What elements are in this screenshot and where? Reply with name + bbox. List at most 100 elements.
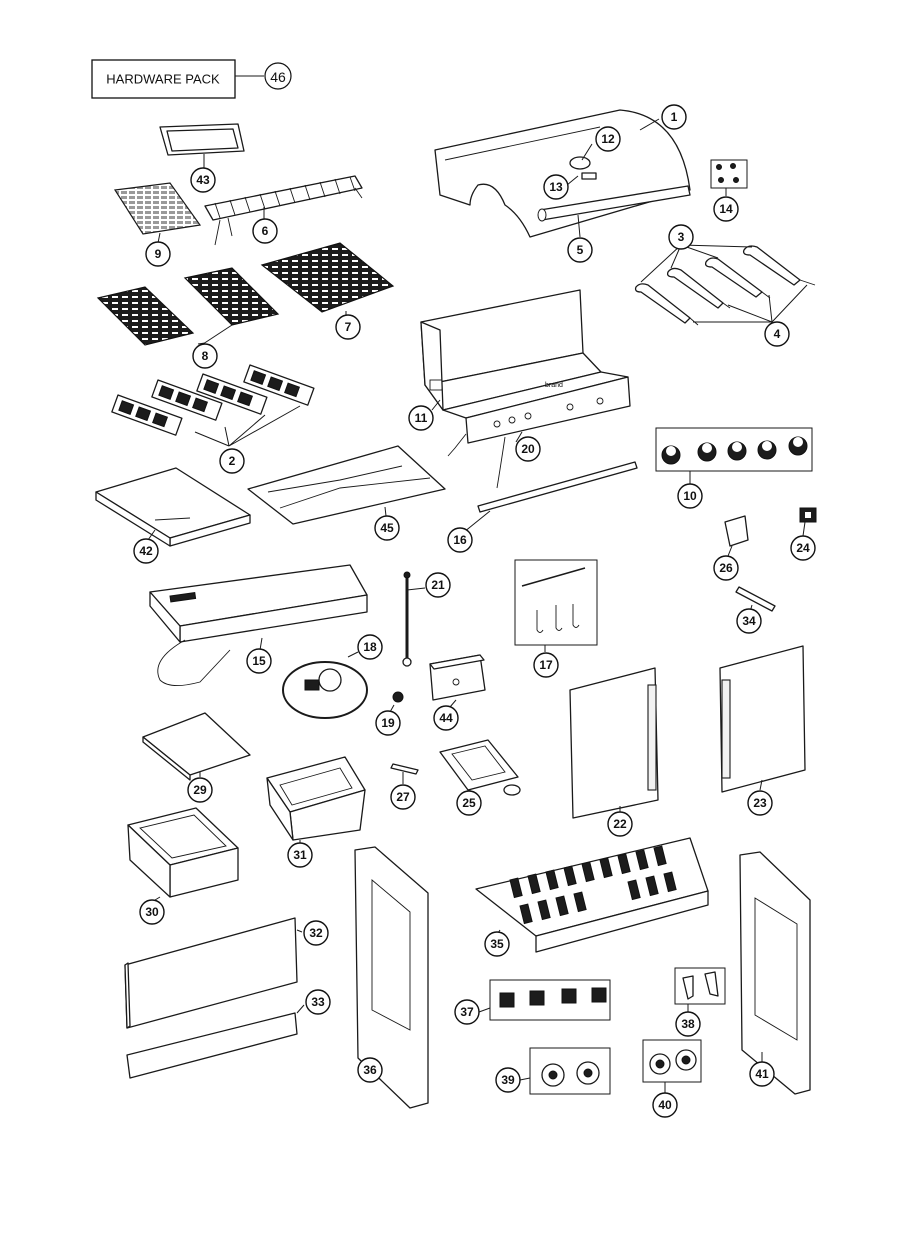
svg-text:16: 16 (453, 533, 467, 547)
callout-20: 20 (515, 436, 541, 462)
svg-text:31: 31 (293, 848, 307, 862)
part-10-knobs (655, 427, 813, 484)
part-7-large-grate (260, 242, 395, 316)
svg-text:1: 1 (671, 110, 678, 124)
part-30-cabinet (127, 807, 239, 901)
svg-text:4: 4 (774, 327, 781, 341)
callout-34: 34 (736, 608, 762, 634)
svg-text:24: 24 (796, 541, 810, 555)
callout-40: 40 (652, 1092, 678, 1118)
locking-caster-icon (649, 1049, 697, 1075)
part-16-rail (463, 461, 638, 533)
part-15-side-shelf (149, 564, 368, 686)
part-23-door (719, 645, 806, 793)
svg-text:34: 34 (742, 614, 756, 628)
callout-32: 32 (303, 920, 329, 946)
part-37-clips (478, 979, 611, 1021)
knob-icon (661, 436, 808, 465)
svg-text:14: 14 (719, 202, 733, 216)
svg-text:46: 46 (270, 69, 286, 85)
svg-text:36: 36 (363, 1063, 377, 1077)
callout-14: 14 (713, 196, 739, 222)
callout-22: 22 (607, 811, 633, 837)
svg-text:12: 12 (601, 132, 615, 146)
part-3-burners (634, 244, 816, 326)
part-27-clip (390, 763, 419, 784)
part-34-bracket (735, 586, 776, 613)
callout-26: 26 (713, 555, 739, 581)
part-32-back-panel (124, 917, 303, 1029)
svg-text:45: 45 (380, 521, 394, 535)
callout-39: 39 (495, 1067, 521, 1093)
svg-text:25: 25 (462, 796, 476, 810)
part-17-hooks (514, 559, 598, 652)
part-45-grease-tray (247, 445, 446, 525)
callout-29: 29 (187, 777, 213, 803)
callout-18: 18 (357, 634, 383, 660)
svg-text:brand: brand (545, 382, 563, 389)
svg-text:37: 37 (460, 1005, 474, 1019)
svg-text:21: 21 (431, 578, 445, 592)
svg-text:20: 20 (521, 442, 535, 456)
svg-text:33: 33 (311, 995, 325, 1009)
callout-10: 10 (677, 483, 703, 509)
callout-24: 24 (790, 535, 816, 561)
part-19-nut (389, 691, 404, 713)
part-35-bottom-shelf (475, 837, 709, 953)
callout-35: 35 (484, 931, 510, 957)
svg-text:38: 38 (681, 1017, 695, 1031)
svg-text:32: 32 (309, 926, 323, 940)
callout-8: 8 (192, 343, 218, 369)
callout-42: 42 (133, 538, 159, 564)
callout-45: 45 (374, 515, 400, 541)
svg-text:15: 15 (252, 654, 266, 668)
callout-31: 31 (287, 842, 313, 868)
part-2-flame-tamers (111, 364, 315, 447)
callout-37: 37 (454, 999, 480, 1025)
svg-text:40: 40 (658, 1098, 672, 1112)
callout-4: 4 (764, 321, 790, 347)
svg-text:8: 8 (202, 349, 209, 363)
svg-text:18: 18 (363, 640, 377, 654)
callout-21: 21 (425, 572, 451, 598)
callout-19: 19 (375, 710, 401, 736)
svg-text:9: 9 (155, 247, 162, 261)
callout-2: 2 (219, 448, 245, 474)
callout-46: 46 (264, 62, 292, 90)
callout-33: 33 (305, 989, 331, 1015)
part-41-side-frame (739, 851, 811, 1095)
part-44-valve-box (429, 654, 486, 708)
callout-15: 15 (246, 648, 272, 674)
svg-text:44: 44 (439, 711, 453, 725)
svg-text:13: 13 (549, 180, 563, 194)
svg-text:19: 19 (381, 716, 395, 730)
hardware-pack-label-box: HARDWARE PACK 46 (91, 59, 292, 99)
callout-44: 44 (433, 705, 459, 731)
caster-wheel-icon (541, 1061, 600, 1087)
part-43-frame (159, 123, 245, 168)
callout-1: 1 (661, 104, 687, 130)
callout-13: 13 (543, 174, 569, 200)
callout-25: 25 (456, 790, 482, 816)
svg-text:42: 42 (139, 544, 153, 558)
svg-text:7: 7 (345, 320, 352, 334)
part-9-grate (113, 182, 202, 244)
hardware-pack-text: HARDWARE PACK (106, 72, 220, 87)
svg-text:3: 3 (678, 230, 685, 244)
part-33-rail (126, 1004, 305, 1079)
svg-text:5: 5 (577, 243, 584, 257)
svg-text:22: 22 (613, 817, 627, 831)
svg-text:6: 6 (262, 224, 269, 238)
callout-43: 43 (190, 167, 216, 193)
callout-41: 41 (749, 1061, 775, 1087)
part-8-cooking-grates (96, 267, 280, 347)
callout-11: 11 (408, 405, 434, 431)
svg-text:30: 30 (145, 905, 159, 919)
part-26-bracket (724, 515, 749, 557)
svg-text:29: 29 (193, 783, 207, 797)
callout-23: 23 (747, 790, 773, 816)
callout-7: 7 (335, 314, 361, 340)
part-1-lid (434, 109, 691, 238)
callout-5: 5 (567, 237, 593, 263)
